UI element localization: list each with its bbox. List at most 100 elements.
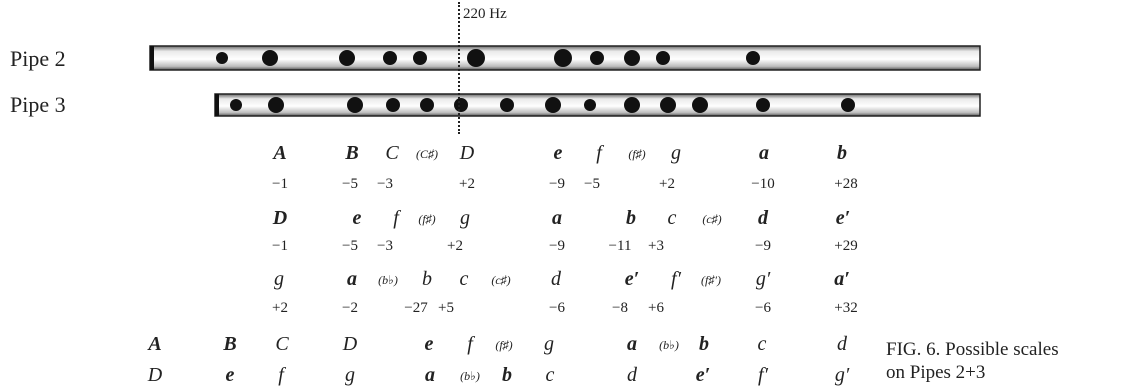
pipe-3 — [214, 93, 981, 117]
figure-caption: FIG. 6. Possible scales on Pipes 2+3 — [886, 338, 1059, 384]
cents-deviation: +6 — [648, 300, 664, 316]
note-label: (c♯) — [702, 212, 722, 226]
note-label: a′ — [834, 268, 850, 290]
note-label: c — [667, 207, 677, 229]
pipe-2-label: Pipe 2 — [10, 46, 66, 71]
finger-hole — [500, 98, 514, 112]
note-label: (b♭) — [460, 369, 480, 383]
cents-deviation: +5 — [438, 300, 454, 316]
cents-deviation: +32 — [834, 300, 858, 316]
pipe-end — [150, 46, 154, 70]
note-label: b — [422, 268, 432, 290]
note-label: a — [347, 268, 357, 290]
note-label: d — [551, 268, 561, 290]
cents-deviation: −10 — [751, 176, 775, 192]
cents-deviation: −5 — [584, 176, 600, 192]
cents-deviation: +2 — [272, 300, 288, 316]
finger-hole — [383, 51, 397, 65]
finger-hole — [216, 52, 228, 64]
pipe-2 — [149, 45, 981, 71]
finger-hole — [660, 97, 676, 113]
cents-deviation: −5 — [342, 176, 358, 192]
frequency-marker-line — [458, 2, 460, 134]
note-label: b — [502, 364, 512, 386]
finger-hole — [624, 50, 640, 66]
note-label: (f♯) — [418, 212, 436, 226]
note-label: a — [627, 333, 637, 355]
finger-hole — [347, 97, 363, 113]
note-label: c — [545, 364, 555, 386]
finger-hole — [746, 51, 760, 65]
cents-deviation: −1 — [272, 176, 288, 192]
note-label: g — [345, 364, 355, 386]
pipe-body — [214, 93, 981, 117]
note-label: (c♯) — [491, 273, 511, 287]
note-label: d — [837, 333, 847, 355]
note-label: (f♯) — [495, 338, 513, 352]
note-label: e′ — [695, 364, 711, 386]
finger-hole — [590, 51, 604, 65]
note-label: g — [544, 333, 554, 355]
finger-hole — [467, 49, 485, 67]
finger-hole — [262, 50, 278, 66]
cents-deviation: −9 — [755, 238, 771, 254]
note-label: a — [425, 364, 435, 386]
finger-hole — [386, 98, 400, 112]
cents-deviation: −3 — [377, 176, 393, 192]
note-label: f — [467, 333, 473, 355]
note-label: f — [596, 142, 602, 164]
cents-deviation: −6 — [755, 300, 771, 316]
note-label: A — [148, 333, 162, 355]
note-label: g′ — [834, 364, 850, 386]
pipes-drawing — [149, 45, 981, 117]
note-label: d — [758, 207, 768, 229]
finger-hole — [230, 99, 242, 111]
note-label: e — [225, 364, 235, 386]
note-label: f — [278, 364, 284, 386]
finger-hole — [554, 49, 572, 67]
note-label: a — [552, 207, 562, 229]
cents-deviation: +28 — [834, 176, 858, 192]
note-label: b — [837, 142, 847, 164]
note-label: f′ — [671, 268, 681, 290]
note-label: b — [626, 207, 636, 229]
note-label: g — [460, 207, 470, 229]
note-label: C — [275, 333, 289, 355]
note-label: D — [342, 333, 358, 355]
finger-hole — [756, 98, 770, 112]
pipe-end — [215, 94, 219, 116]
note-label: D — [272, 207, 288, 229]
cents-deviation: +29 — [834, 238, 858, 254]
finger-hole — [624, 97, 640, 113]
note-label: d — [627, 364, 637, 386]
note-label: D — [147, 364, 163, 386]
finger-hole — [656, 51, 670, 65]
cents-deviation: −27 — [404, 300, 428, 316]
cents-deviation: −8 — [612, 300, 628, 316]
note-label: g — [274, 268, 284, 290]
note-label: c — [459, 268, 469, 290]
cents-deviation: −6 — [549, 300, 565, 316]
note-label: c — [757, 333, 767, 355]
cents-deviation: +3 — [648, 238, 664, 254]
note-label: B — [345, 142, 359, 164]
note-label: (b♭) — [659, 338, 679, 352]
note-label: b — [699, 333, 709, 355]
cents-deviation: −9 — [549, 176, 565, 192]
cents-deviation: +2 — [659, 176, 675, 192]
note-label: e′ — [835, 207, 851, 229]
note-label: f′ — [758, 364, 768, 386]
note-label: A — [273, 142, 287, 164]
note-label: g′ — [755, 268, 771, 290]
finger-hole — [268, 97, 284, 113]
caption-line-1: FIG. 6. Possible scales — [886, 338, 1059, 361]
caption-fig-label: FIG. — [886, 339, 922, 360]
cents-deviation: −2 — [342, 300, 358, 316]
finger-hole — [584, 99, 596, 111]
note-label: (f♯) — [628, 147, 646, 161]
finger-hole — [339, 50, 355, 66]
note-label: C — [385, 142, 399, 164]
cents-deviation: −3 — [377, 238, 393, 254]
note-label: e — [424, 333, 434, 355]
